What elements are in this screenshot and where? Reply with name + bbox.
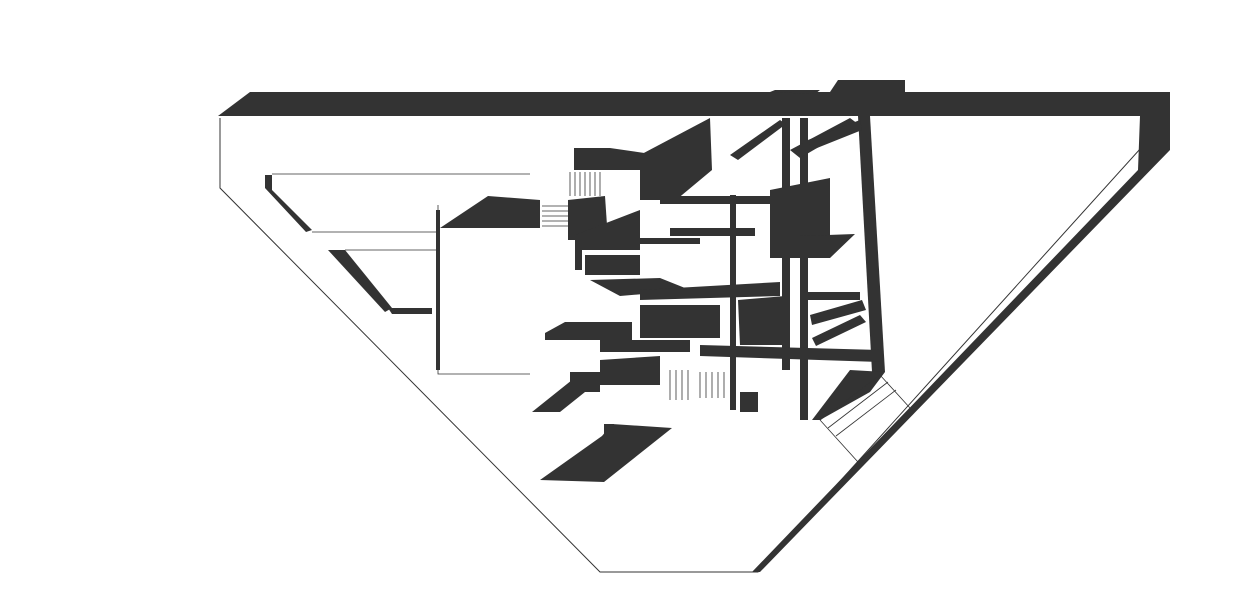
top-edge-slab bbox=[218, 80, 1170, 572]
site-boundary bbox=[219, 117, 1169, 573]
stair-hatching bbox=[542, 172, 725, 400]
central-structure bbox=[440, 116, 885, 482]
left-wing bbox=[265, 173, 530, 375]
lower-right-detail bbox=[819, 374, 911, 463]
